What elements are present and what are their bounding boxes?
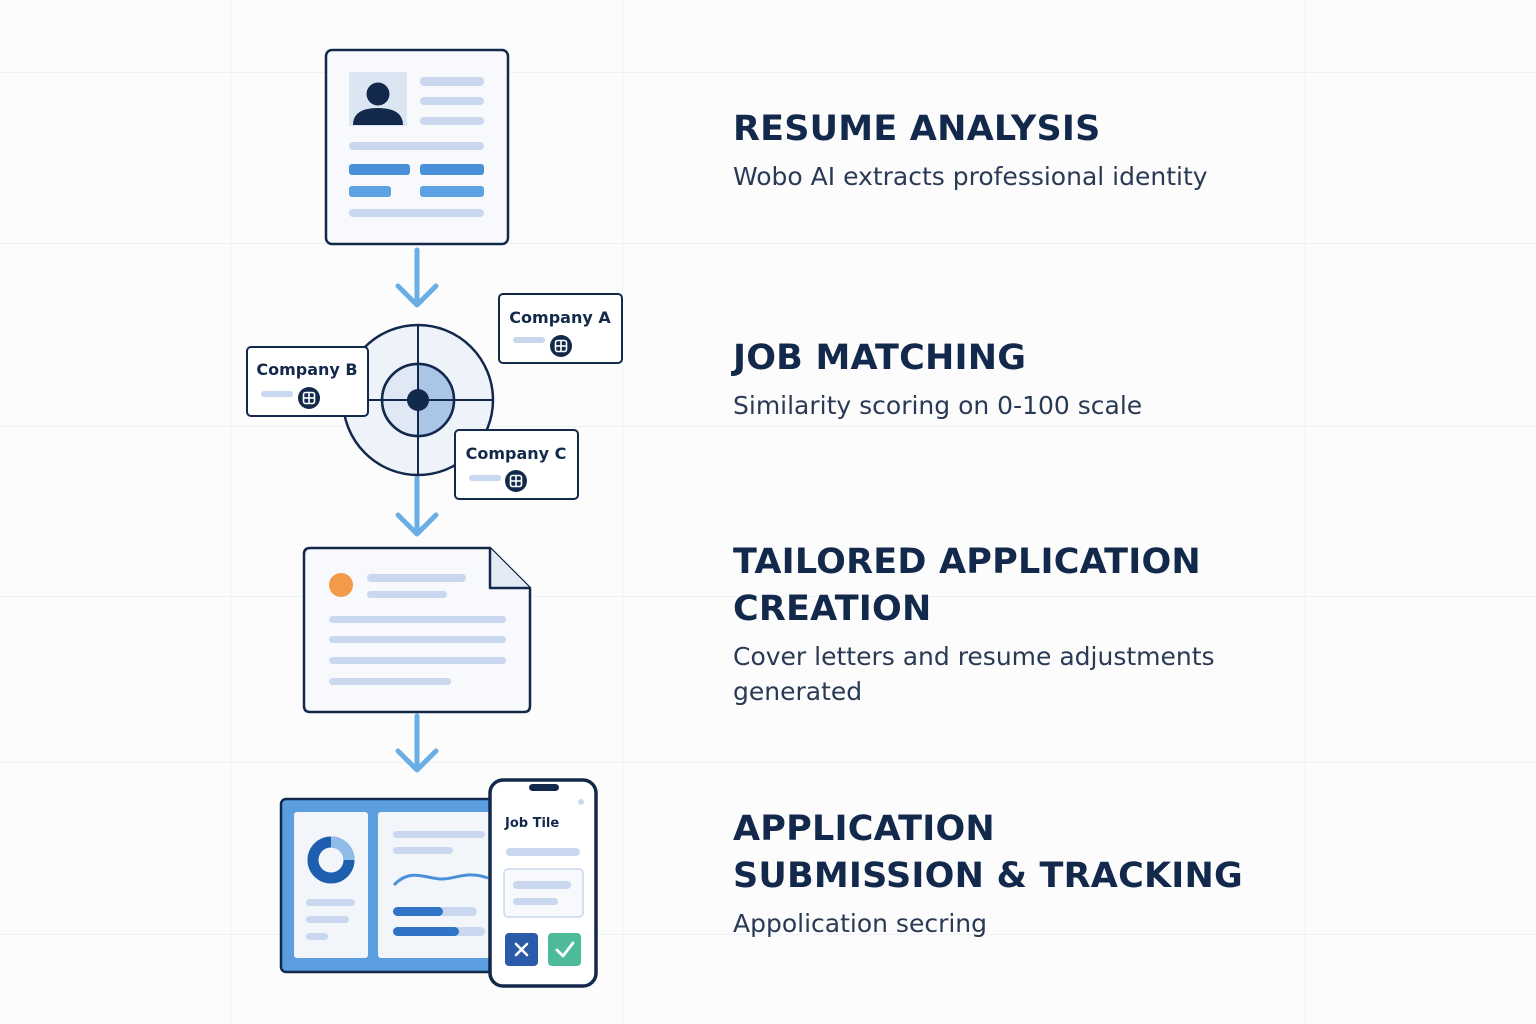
application-document-icon <box>302 546 532 714</box>
step-description: Similarity scoring on 0-100 scale <box>733 391 1143 420</box>
company-card-b: Company B <box>246 346 369 417</box>
flow-arrow-icon <box>395 475 439 537</box>
step-submission-tracking: APPLICATION SUBMISSION & TRACKING Appoli… <box>733 806 1293 941</box>
flow-arrow-icon <box>395 247 439 308</box>
phone-job-title: Job Tile <box>504 816 559 831</box>
step-title: TAILORED APPLICATION CREATION <box>733 542 1201 629</box>
grid-line <box>0 934 1536 935</box>
company-c-label: Company C <box>466 444 567 463</box>
grid-line <box>0 426 1536 427</box>
step-description: Cover letters and resume adjustments gen… <box>733 642 1215 706</box>
step-title: APPLICATION SUBMISSION & TRACKING <box>733 809 1243 896</box>
grid-badge-icon <box>298 387 320 409</box>
grid-line <box>622 0 623 1024</box>
step-title: RESUME ANALYSIS <box>733 109 1101 149</box>
step-resume-analysis: RESUME ANALYSIS Wobo AI extracts profess… <box>733 106 1293 194</box>
flow-arrow-icon <box>395 713 439 773</box>
grid-line <box>0 243 1536 244</box>
grid-line <box>0 72 1536 73</box>
dashboard-tablet-icon <box>279 797 515 974</box>
grid-line <box>0 596 1536 597</box>
step-description: Appolication secring <box>733 909 988 938</box>
grid-badge-icon <box>550 335 572 357</box>
avatar-icon <box>366 82 390 106</box>
company-card-c: Company C <box>454 429 579 500</box>
grid-badge-icon <box>505 470 527 492</box>
grid-line <box>0 762 1536 763</box>
grid-line <box>230 0 231 1024</box>
step-title: JOB MATCHING <box>733 338 1027 378</box>
company-b-label: Company B <box>256 360 357 379</box>
phone-icon: Job Tile <box>488 778 598 988</box>
step-description: Wobo AI extracts professional identity <box>733 162 1208 191</box>
step-tailored-application: TAILORED APPLICATION CREATION Cover lett… <box>733 539 1293 709</box>
accept-button[interactable] <box>548 933 581 966</box>
company-card-a: Company A <box>498 293 623 364</box>
resume-document-icon <box>324 48 510 246</box>
check-icon <box>555 941 575 958</box>
reject-button[interactable] <box>505 933 538 966</box>
company-a-label: Company A <box>509 308 611 327</box>
grid-line <box>1305 0 1306 1024</box>
step-job-matching: JOB MATCHING Similarity scoring on 0-100… <box>733 335 1293 423</box>
donut-chart-icon <box>307 836 355 884</box>
close-icon <box>514 942 529 957</box>
